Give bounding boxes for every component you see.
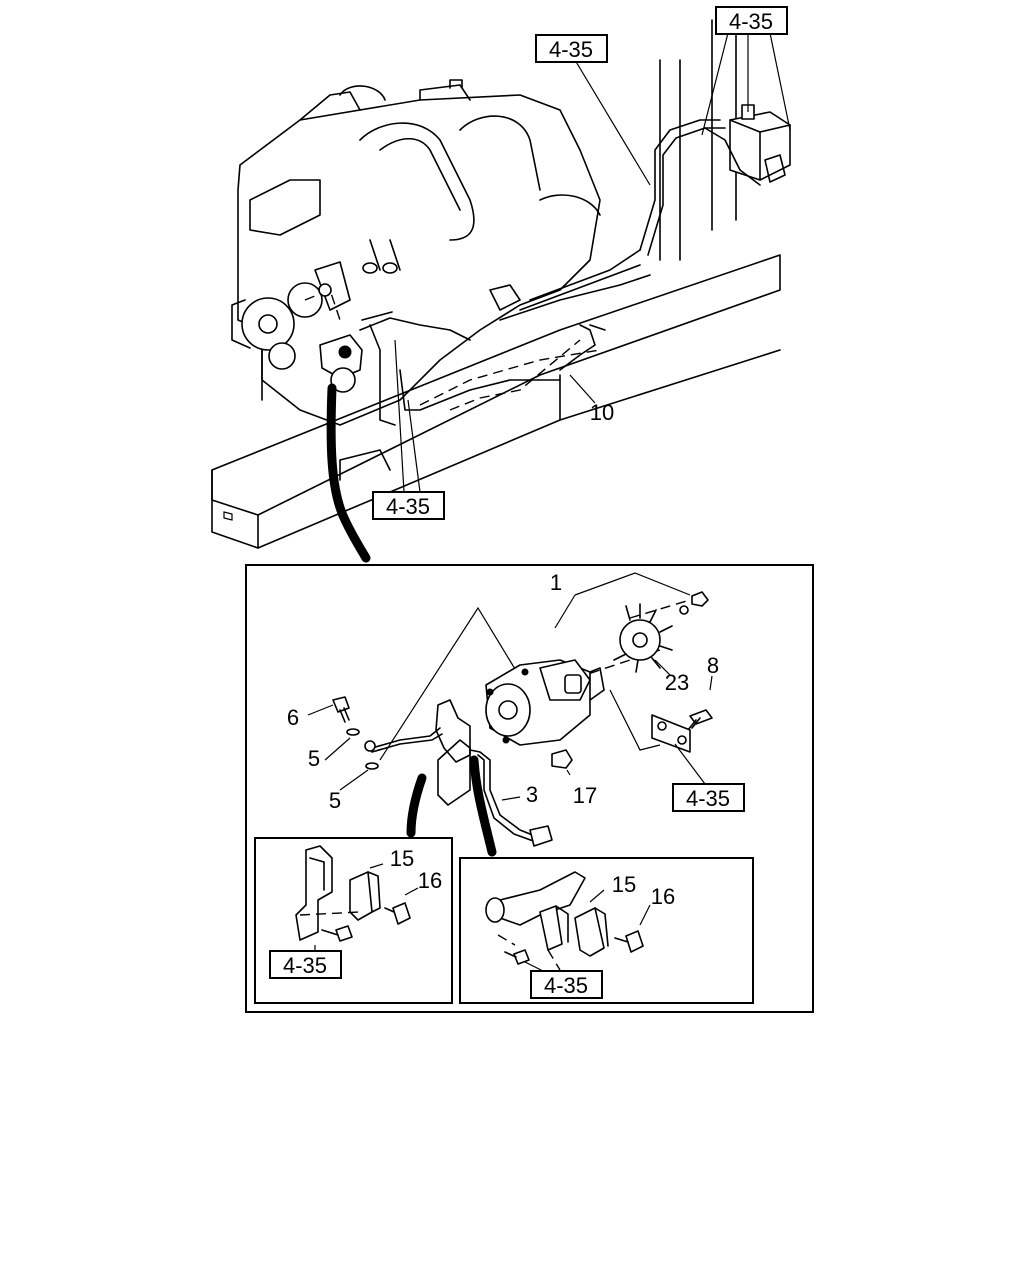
ref-label-inset-left: 4-35 bbox=[283, 953, 327, 978]
ref-box-top-right: 4-35 bbox=[715, 6, 788, 35]
ref-label-top-center: 4-35 bbox=[549, 37, 593, 62]
callout-16-right: 16 bbox=[651, 884, 675, 909]
callout-5-lower: 5 bbox=[329, 788, 341, 813]
callout-6: 6 bbox=[287, 705, 299, 730]
inset-right bbox=[459, 857, 754, 1004]
engine-overview bbox=[211, 19, 791, 563]
callout-5-upper: 5 bbox=[308, 746, 320, 771]
ref-box-detail-right: 4-35 bbox=[672, 783, 745, 812]
ref-box-inset-right: 4-35 bbox=[530, 970, 603, 999]
ref-box-inset-left: 4-35 bbox=[269, 950, 342, 979]
callout-15-right: 15 bbox=[612, 872, 636, 897]
ref-label-engine-bottom: 4-35 bbox=[386, 494, 430, 519]
callout-10: 10 bbox=[590, 400, 614, 425]
ref-label-detail-right: 4-35 bbox=[686, 786, 730, 811]
callout-17: 17 bbox=[573, 783, 597, 808]
ref-box-top-center: 4-35 bbox=[535, 34, 608, 63]
callout-16-left: 16 bbox=[418, 868, 442, 893]
ref-box-engine-bottom: 4-35 bbox=[372, 491, 445, 520]
inset-right-parts bbox=[485, 871, 651, 973]
pump-detail bbox=[307, 572, 713, 857]
inset-left-parts bbox=[295, 845, 419, 950]
callout-8: 8 bbox=[707, 653, 719, 678]
callout-23: 23 bbox=[665, 670, 689, 695]
callout-15-left: 15 bbox=[390, 846, 414, 871]
ref-label-top-right: 4-35 bbox=[729, 9, 773, 34]
callout-3: 3 bbox=[526, 782, 538, 807]
detail-frame bbox=[245, 564, 814, 1013]
ref-label-inset-right: 4-35 bbox=[544, 973, 588, 998]
inset-left bbox=[254, 837, 453, 1004]
callout-1: 1 bbox=[550, 570, 562, 595]
